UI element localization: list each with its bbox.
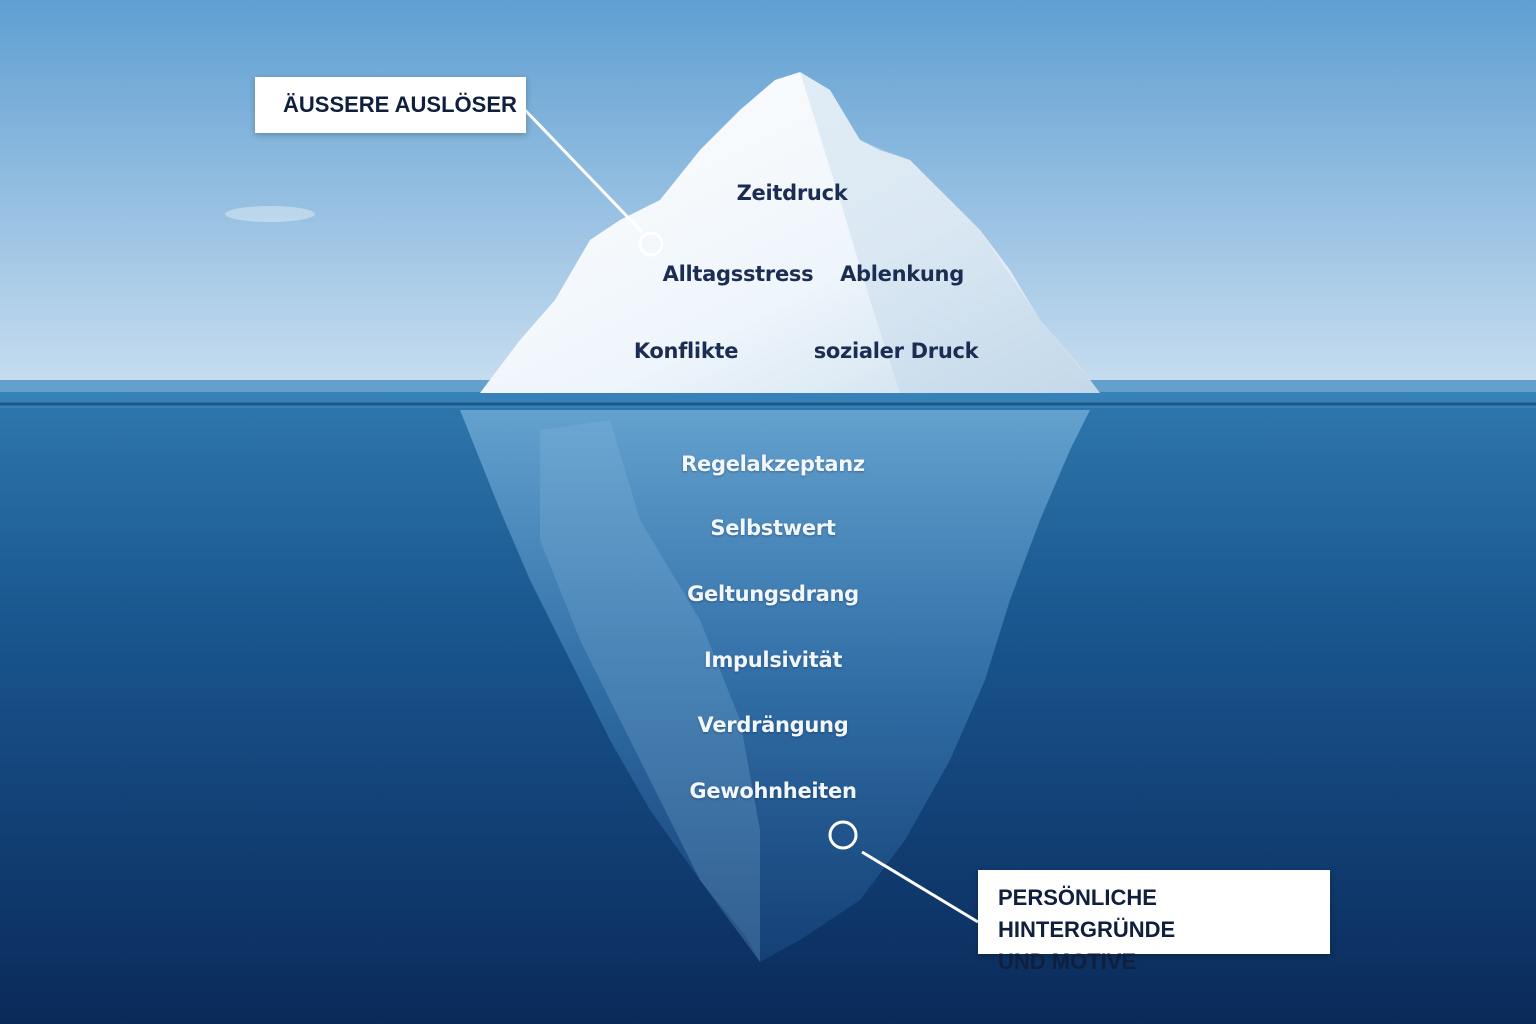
callout-top-leader xyxy=(523,108,644,234)
callout-top-marker xyxy=(638,231,664,257)
label-verdraengung: Verdrängung xyxy=(697,713,849,737)
iceberg-above-water xyxy=(480,72,1100,393)
label-selbstwert: Selbstwert xyxy=(710,516,836,540)
callout-external-triggers-label: ÄUSSERE AUSLÖSER xyxy=(283,92,517,117)
label-alltagsstress: Alltagsstress xyxy=(662,262,814,286)
label-impulsivitaet: Impulsivität xyxy=(703,648,843,672)
iceberg-shade xyxy=(800,72,1100,393)
callout-personal-motives-line-2: UND MOTIVE xyxy=(998,949,1137,974)
label-gewohnheiten: Gewohnheiten xyxy=(689,779,857,803)
callout-bottom-leader xyxy=(861,850,979,924)
label-konflikte: Konflikte xyxy=(633,339,739,363)
label-ablenkung: Ablenkung xyxy=(840,262,964,286)
label-regelakzeptanz: Regelakzeptanz xyxy=(681,452,865,476)
callout-external-triggers: ÄUSSERE AUSLÖSER xyxy=(255,77,526,133)
label-zeitdruck: Zeitdruck xyxy=(736,181,848,205)
callout-bottom-marker xyxy=(828,820,858,850)
label-sozialer-druck: sozialer Druck xyxy=(813,339,979,363)
iceberg-underwater-facet xyxy=(540,420,760,962)
label-geltungsdrang: Geltungsdrang xyxy=(687,582,859,606)
callout-personal-motives: PERSÖNLICHE HINTERGRÜNDE UND MOTIVE xyxy=(978,870,1330,974)
callout-personal-motives-line-1: PERSÖNLICHE HINTERGRÜNDE xyxy=(998,885,1176,942)
cloud xyxy=(225,206,315,222)
iceberg-underwater xyxy=(460,410,1090,962)
